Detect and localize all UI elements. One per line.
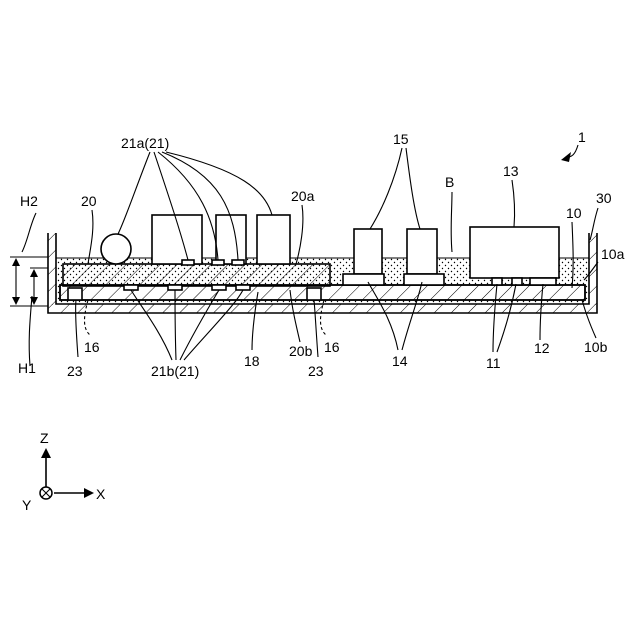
components-left: [152, 215, 290, 264]
label-23-right: 23: [308, 363, 324, 379]
reference-labels: 1 21a(21) 15 B 13 30 H2 20 20a 10 10a 16…: [18, 129, 625, 513]
label-16-right: 16: [324, 339, 340, 355]
dimension-h1: [29, 268, 48, 366]
label-30: 30: [596, 190, 612, 206]
label-h2: H2: [20, 193, 38, 209]
substrate-20: [63, 264, 330, 286]
component-13: [470, 227, 559, 278]
label-23-left: 23: [67, 363, 83, 379]
axis-x-label: X: [96, 486, 106, 502]
label-11: 11: [486, 355, 501, 371]
label-13: 13: [503, 163, 519, 179]
label-20a: 20a: [291, 188, 315, 204]
label-10: 10: [566, 205, 582, 221]
pads-21a: [182, 260, 244, 265]
label-b: B: [445, 174, 454, 190]
label-12: 12: [534, 340, 550, 356]
label-18: 18: [244, 353, 260, 369]
label-15: 15: [393, 131, 409, 147]
label-h1: H1: [18, 360, 36, 376]
label-21a: 21a(21): [121, 135, 169, 151]
ref-1-arrow: [561, 145, 578, 162]
axis-z-label: Z: [40, 430, 49, 446]
round-component: [101, 234, 131, 264]
label-20: 20: [81, 193, 97, 209]
label-20b: 20b: [289, 343, 313, 359]
dimension-h2: [10, 213, 48, 306]
label-21b: 21b(21): [151, 363, 199, 379]
label-10b: 10b: [584, 339, 608, 355]
coordinate-axes: [40, 448, 94, 499]
label-10a: 10a: [601, 246, 625, 262]
leaders-15: [370, 148, 420, 229]
label-14: 14: [392, 353, 408, 369]
axis-y-label: Y: [22, 497, 32, 513]
label-16-left: 16: [84, 339, 100, 355]
label-1: 1: [578, 129, 586, 145]
